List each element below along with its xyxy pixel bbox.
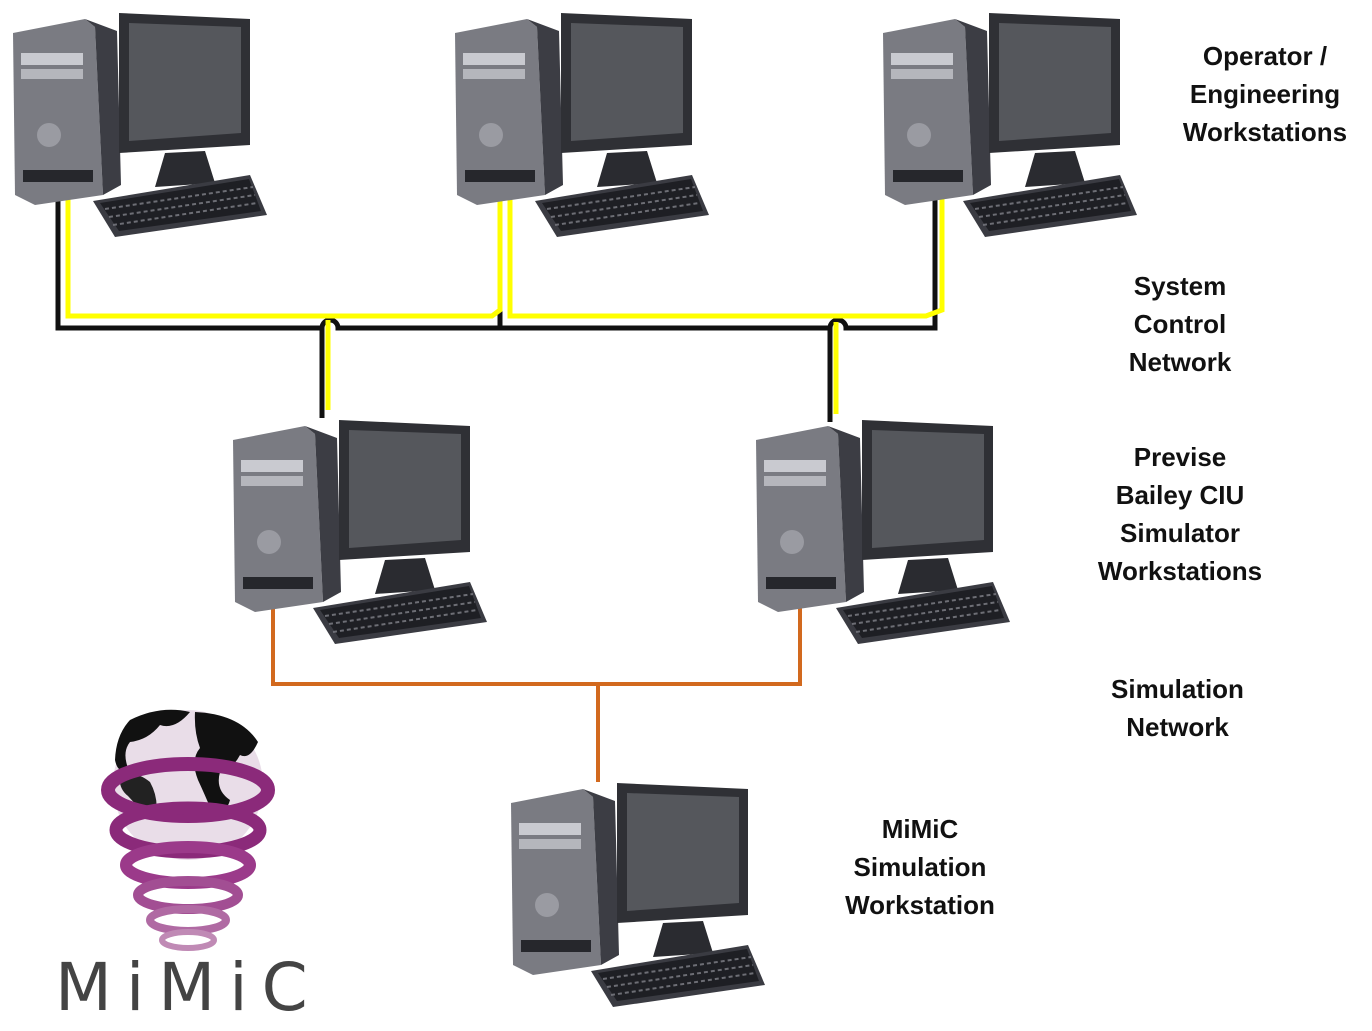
desktop-computer-icon	[756, 420, 1010, 644]
desktop-computer-icon	[233, 420, 487, 644]
desktop-computer-icon	[13, 13, 267, 237]
mimic-simulation-workstation	[503, 775, 773, 1015]
previse-workstation-1	[225, 412, 495, 652]
previse-simulator-label: Previse Bailey CIU Simulator Workstation…	[1097, 442, 1263, 586]
simulation-network-label: Simulation Network	[1111, 674, 1244, 742]
operator-workstation-1	[5, 5, 275, 245]
control-network-yellow-cable	[65, 190, 945, 414]
operator-workstations-label: Operator / Engineering Workstations	[1182, 41, 1348, 147]
operator-workstation-3	[875, 5, 1145, 245]
system-control-network-label: System Control Network	[1128, 271, 1232, 377]
desktop-computer-icon	[883, 13, 1137, 237]
mimic-logo-text: MiMiC	[55, 949, 322, 1026]
previse-workstation-2	[748, 412, 1018, 652]
operator-workstation-2	[447, 5, 717, 245]
desktop-computer-icon	[511, 783, 765, 1007]
simulation-network-cable	[271, 600, 802, 782]
mimic-workstation-label: MiMiC Simulation Workstation	[845, 814, 995, 920]
globe-rings-icon	[101, 709, 275, 951]
desktop-computer-icon	[455, 13, 709, 237]
mimic-logo	[101, 709, 275, 951]
